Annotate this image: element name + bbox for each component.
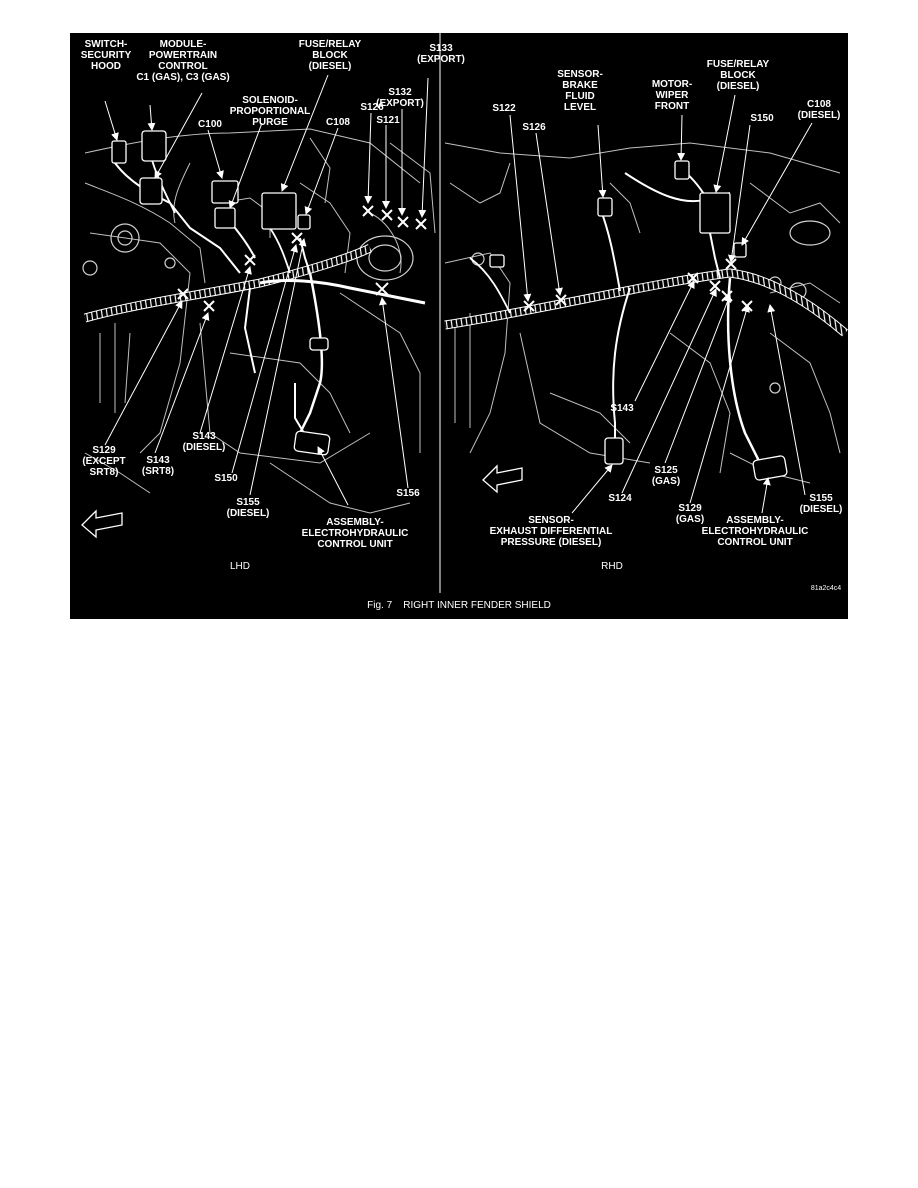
lhd-harness — [83, 152, 426, 444]
pcm-connector-c1 — [141, 130, 167, 162]
label-s155-diesel-rhd: S155 (DIESEL) — [799, 493, 843, 515]
label-s150-lhd: S150 — [214, 473, 238, 484]
rhd-clip — [489, 254, 505, 268]
label-switch-security-hood: SWITCH- SECURITY HOOD — [80, 39, 132, 72]
exhaust-pressure-sensor-connector — [604, 437, 624, 465]
label-s129-except-srt8: S129 (EXCEPT SRT8) — [82, 445, 126, 478]
label-sensor-exhaust-differential-pressure: SENSOR- EXHAUST DIFFERENTIAL PRESSURE (D… — [489, 515, 613, 548]
lhd-components — [111, 130, 331, 456]
label-s129-gas: S129 (GAS) — [675, 503, 705, 525]
label-s126-lhd: S126 — [360, 102, 384, 113]
wiper-motor-connector — [674, 160, 690, 180]
label-s143-rhd: S143 — [610, 403, 634, 414]
lhd-body-structure — [84, 128, 436, 514]
label-s121: S121 — [376, 115, 400, 126]
purge-solenoid — [214, 207, 236, 229]
label-c108-lhd: C108 — [326, 117, 350, 128]
label-s150-rhd: S150 — [750, 113, 774, 124]
label-s122: S122 — [492, 103, 516, 114]
c100-connector — [211, 180, 239, 204]
label-module-powertrain-control: MODULE- POWERTRAIN CONTROL C1 (GAS), C3 … — [136, 39, 230, 83]
figure-caption: Fig. 7 RIGHT INNER FENDER SHIELD — [367, 600, 551, 611]
lhd-leader-lines — [104, 74, 429, 506]
label-solenoid-proportional-purge: SOLENOID- PROPORTIONAL PURGE — [229, 95, 311, 128]
label-s143-srt8: S143 (SRT8) — [141, 455, 175, 477]
label-electrohydraulic-control-unit-rhd: ASSEMBLY- ELECTROHYDRAULIC CONTROL UNIT — [701, 515, 809, 548]
fuse-relay-block-lhd — [261, 192, 297, 230]
rhd-leader-lines — [509, 94, 813, 514]
label-s132-export: S132 (EXPORT) — [376, 87, 424, 109]
hood-switch-connector — [111, 140, 127, 164]
c108-connector-lhd — [297, 214, 311, 230]
label-motor-wiper-front: MOTOR- WIPER FRONT — [651, 79, 693, 112]
c108-connector-rhd — [733, 242, 747, 258]
lhd-round-features — [82, 223, 414, 281]
figure-image-id: 81a2c4c4 — [810, 585, 842, 592]
label-s155-diesel-lhd: S155 (DIESEL) — [226, 497, 270, 519]
label-s143-diesel: S143 (DIESEL) — [182, 431, 226, 453]
view-title-lhd: LHD — [229, 561, 250, 572]
rhd-harness — [444, 167, 848, 464]
label-s156: S156 — [396, 488, 420, 499]
ehcu-connector-rhd — [752, 455, 788, 481]
rhd-components — [489, 160, 788, 481]
label-c100: C100 — [198, 119, 222, 130]
brake-fluid-sensor-connector — [597, 197, 613, 217]
label-fuse-relay-block-lhd: FUSE/RELAY BLOCK (DIESEL) — [298, 39, 362, 72]
label-s133-export: S133 (EXPORT) — [417, 43, 465, 65]
label-s126-rhd: S126 — [522, 122, 546, 133]
harness-clip-lhd — [309, 337, 329, 351]
fwd-arrow-rhd — [482, 464, 523, 494]
ehcu-connector-lhd — [293, 430, 331, 456]
label-s125-gas: S125 (GAS) — [651, 465, 681, 487]
view-title-rhd: RHD — [601, 561, 623, 572]
label-electrohydraulic-control-unit-lhd: ASSEMBLY- ELECTROHYDRAULIC CONTROL UNIT — [301, 517, 409, 550]
wiring-diagram-figure: SWITCH- SECURITY HOOD MODULE- POWERTRAIN… — [70, 33, 848, 619]
pcm-connector-c3 — [139, 177, 163, 205]
diagram-artwork — [81, 33, 848, 593]
label-c108-diesel-rhd: C108 (DIESEL) — [797, 99, 841, 121]
label-s124: S124 — [608, 493, 632, 504]
fwd-arrow-lhd — [81, 509, 123, 539]
label-sensor-brake-fluid-level: SENSOR- BRAKE FLUID LEVEL — [557, 69, 603, 113]
fuse-relay-block-rhd — [699, 192, 731, 234]
label-fuse-relay-block-rhd: FUSE/RELAY BLOCK (DIESEL) — [706, 59, 770, 92]
